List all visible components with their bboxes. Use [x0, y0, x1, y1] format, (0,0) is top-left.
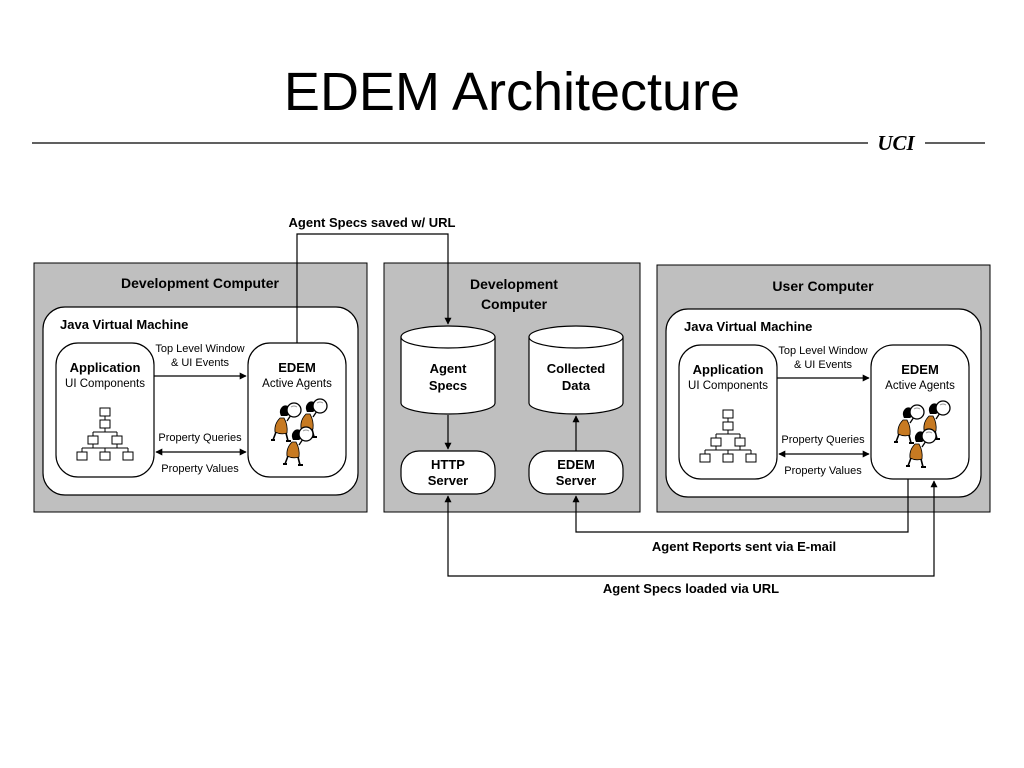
dev-left-events-line2: & UI Events [171, 357, 230, 369]
flow-reports-arrow [572, 479, 909, 533]
dev-center-title-line2: Computer [481, 296, 548, 312]
user-panel-title: User Computer [772, 278, 874, 294]
panel-user: User Computer Java Virtual Machine Appli… [656, 264, 991, 513]
agent-specs-line1: Agent [430, 361, 468, 376]
dev-left-queries: Property Queries [158, 432, 242, 444]
dev-left-title: Development Computer [121, 275, 279, 291]
dev-left-app-title: Application [70, 360, 141, 375]
flow-loaded-label: Agent Specs loaded via URL [603, 581, 779, 596]
dev-left-edem-sub: Active Agents [262, 378, 332, 390]
panel-dev-left: Development Computer Java Virtual Machin… [33, 262, 368, 513]
dev-left-values: Property Values [161, 463, 239, 475]
page-title: EDEM Architecture [284, 62, 740, 122]
user-jvm-label: Java Virtual Machine [684, 319, 812, 334]
user-edem-sub: Active Agents [885, 380, 955, 392]
dev-left-events-line1: Top Level Window [155, 343, 244, 355]
dev-center-title-line1: Development [470, 276, 558, 292]
user-values: Property Values [784, 465, 862, 477]
dev-left-jvm-label: Java Virtual Machine [60, 317, 188, 332]
agent-specs-store: Agent Specs [400, 325, 496, 415]
collected-data-line1: Collected [547, 361, 606, 376]
flow-loaded-arrow [444, 480, 938, 577]
user-events-line1: Top Level Window [778, 345, 867, 357]
dev-left-app-sub: UI Components [65, 378, 145, 390]
flow-saved-arrow [296, 233, 452, 343]
edem-server-line2: Server [556, 473, 596, 488]
collected-data-store: Collected Data [528, 325, 624, 415]
agent-specs-line2: Specs [429, 378, 467, 393]
user-queries: Property Queries [781, 434, 865, 446]
dev-left-edem-title: EDEM [278, 360, 316, 375]
panel-dev-center: Development Computer Agent Specs Collect… [383, 262, 641, 513]
collected-data-line2: Data [562, 378, 591, 393]
edem-server-line1: EDEM [557, 457, 595, 472]
user-app-title: Application [693, 362, 764, 377]
flow-reports-label: Agent Reports sent via E-mail [652, 539, 836, 554]
user-app-sub: UI Components [688, 380, 768, 392]
flow-saved-label: Agent Specs saved w/ URL [289, 215, 456, 230]
http-server-line2: Server [428, 473, 468, 488]
http-server-line1: HTTP [431, 457, 465, 472]
user-edem-title: EDEM [901, 362, 939, 377]
user-events-line2: & UI Events [794, 359, 853, 371]
uci-tag: UCI [877, 131, 915, 155]
